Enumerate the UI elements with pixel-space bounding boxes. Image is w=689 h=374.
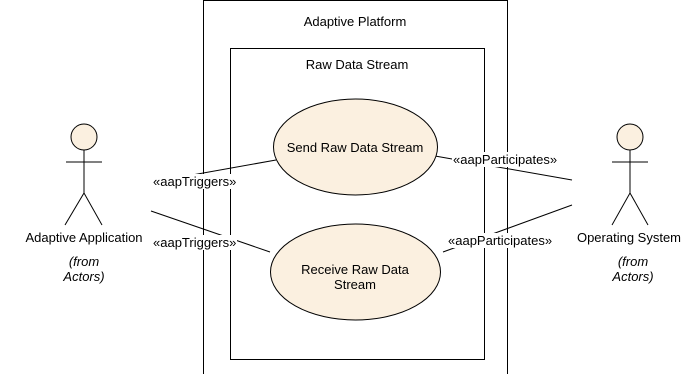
actor-adaptive-application-name: Adaptive Application (25, 230, 143, 245)
use-case-receive-label-line2: Stream (334, 277, 376, 292)
use-case-receive-label-line1: Receive Raw Data (301, 262, 409, 277)
stereotype-triggers-send: «aapTriggers» (152, 174, 238, 189)
actor-adaptive-application-icon (64, 123, 103, 226)
raw-data-stream-frame (230, 48, 485, 360)
adaptive-platform-frame (203, 0, 508, 374)
actor-operating-system-icon (611, 123, 649, 226)
stereotype-triggers-receive: «aapTriggers» (152, 235, 238, 250)
stereotype-participates-receive: «aapParticipates» (447, 233, 554, 248)
stereotype-participates-send: «aapParticipates» (452, 152, 559, 167)
assoc-app-receive (150, 210, 271, 253)
raw-data-stream-title: Raw Data Stream (305, 57, 409, 72)
use-case-send-label: Send Raw Data Stream (286, 140, 424, 155)
actor-operating-system-from-line2: Actors) (612, 269, 654, 284)
actor-adaptive-application-from-line2: Actors) (63, 269, 105, 284)
use-case-send-raw-data-stream (273, 98, 438, 196)
use-case-receive-raw-data-stream (270, 223, 441, 321)
adaptive-platform-title: Adaptive Platform (303, 14, 407, 29)
actor-operating-system-name: Operating System (576, 230, 682, 245)
actor-adaptive-application-from-line1: (from (68, 254, 100, 269)
actor-operating-system-from-line1: (from (617, 254, 649, 269)
